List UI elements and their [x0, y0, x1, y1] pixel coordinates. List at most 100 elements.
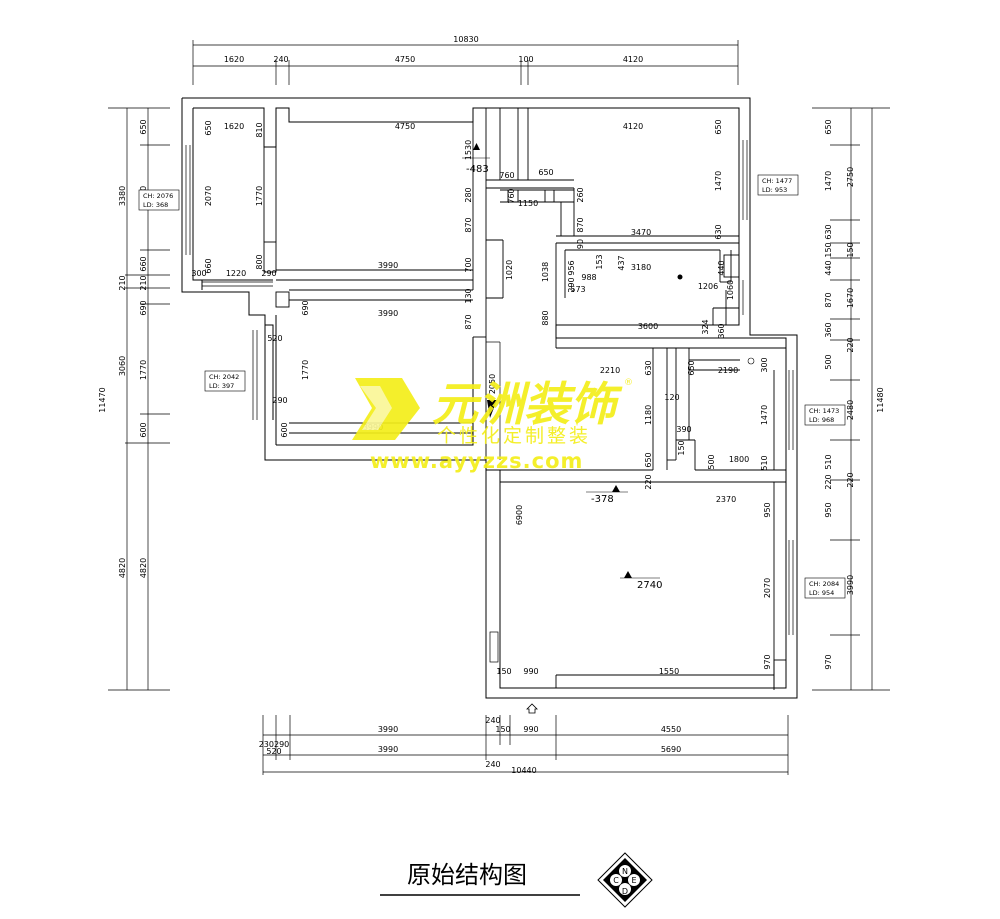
- left-outer-dim: 3380: [118, 186, 127, 206]
- top-dim-1: 1620: [224, 55, 244, 64]
- room-dim: 650: [714, 119, 723, 134]
- right-inner-dim: 970: [824, 654, 833, 669]
- room-dim: 153: [595, 254, 604, 269]
- right-outer-dim: 2750: [846, 167, 855, 187]
- room-dim: 290: [261, 269, 276, 278]
- room-dim: 990: [523, 667, 538, 676]
- left-inner-dim: 210: [139, 275, 148, 290]
- pipe-icon: [677, 274, 683, 280]
- right-inner-dim: 950: [824, 502, 833, 517]
- left-inner-dim: 4820: [139, 558, 148, 578]
- room-dim: 1038: [541, 262, 550, 282]
- window-label: CH: 1473 LD: 968: [804, 404, 846, 426]
- room-dim: 260: [576, 187, 585, 202]
- room-dim: 1550: [659, 667, 679, 676]
- room-dim: 650: [204, 120, 213, 135]
- window-ch: CH: 2084: [809, 580, 839, 588]
- right-outer-dim: 3990: [846, 575, 855, 595]
- right-inner-dim: 150: [824, 242, 833, 257]
- room-dim: 700: [464, 257, 473, 272]
- room-dim: 1220: [226, 269, 246, 278]
- room-dim: 573: [570, 285, 585, 294]
- room-dim: 1770: [255, 186, 264, 206]
- room-dim: 810: [255, 122, 264, 137]
- window-label: CH: 2084 LD: 954: [804, 577, 846, 599]
- room-dim: 1770: [301, 360, 310, 380]
- room-dim: 2210: [600, 366, 620, 375]
- window-ld: LD: 397: [209, 382, 234, 390]
- compass-letter: N: [622, 867, 628, 876]
- room-dim: 437: [617, 255, 626, 270]
- compass-letter: E: [631, 876, 636, 885]
- room-dim: 510: [760, 455, 769, 470]
- room-dim: 4750: [395, 122, 415, 131]
- elevation-text: -483: [466, 164, 489, 175]
- room-dim: 1530: [464, 140, 473, 160]
- room-dim: 760: [499, 171, 514, 180]
- watermark-slogan: 个性化定制整装: [437, 425, 591, 447]
- top-dim-4: 100: [518, 55, 533, 64]
- left-outer-dim: 4820: [118, 558, 127, 578]
- room-dim: 1800: [729, 455, 749, 464]
- left-outer-dim: 210: [118, 275, 127, 290]
- room-dim: 3990: [378, 309, 398, 318]
- room-dim: 760: [507, 188, 516, 203]
- top-dim-3: 4750: [395, 55, 415, 64]
- window-ld: LD: 968: [809, 416, 834, 424]
- room-dim: 1206: [698, 282, 718, 291]
- room-dim: 280: [464, 187, 473, 202]
- window-ld: LD: 954: [809, 589, 834, 597]
- room-dim: 220: [644, 474, 653, 489]
- entrance-arrow-icon: [526, 703, 538, 714]
- bottom-dim: 3990: [378, 745, 398, 754]
- window-ld: LD: 368: [143, 201, 168, 209]
- room-dim: 1620: [224, 122, 244, 131]
- room-dim: 2370: [716, 495, 736, 504]
- bottom-dim: 150: [495, 725, 510, 734]
- compass-letter: D: [622, 887, 628, 896]
- right-outer-dim: 2480: [846, 400, 855, 420]
- left-inner-dim: 600: [139, 422, 148, 437]
- room-dim: 956: [567, 260, 576, 275]
- right-outer-dim: 220: [846, 472, 855, 487]
- watermark: 元洲装饰 ® 个性化定制整装 www.ayyzzs.com: [352, 377, 633, 473]
- room-dim: 3600: [638, 322, 658, 331]
- right-inner-dim: 510: [824, 454, 833, 469]
- right-inner-dim: 440: [824, 260, 833, 275]
- watermark-url: www.ayyzzs.com: [370, 449, 583, 473]
- compass-icon: N D C E: [597, 852, 653, 908]
- bottom-total-dim: 10440: [511, 766, 536, 775]
- room-dim: 650: [687, 360, 696, 375]
- room-dim: 690: [301, 300, 310, 315]
- room-dim: 150: [677, 440, 686, 455]
- room-dim: 500: [707, 454, 716, 469]
- top-total-dim: 10830: [453, 35, 478, 44]
- right-inner-dim: 870: [824, 292, 833, 307]
- room-dim: 970: [763, 654, 772, 669]
- left-total-dim: 11470: [98, 387, 107, 412]
- room-dim: 90: [576, 239, 585, 249]
- drain-icon: [747, 357, 755, 365]
- room-dim: 650: [644, 452, 653, 467]
- bottom-dim: 520: [266, 747, 281, 756]
- room-dim: 390: [676, 425, 691, 434]
- room-dim: 290: [567, 277, 576, 292]
- right-total-dim: 11480: [876, 387, 885, 412]
- interior-dims: 1620 4750 4120 650 810 2070 1770 650 147…: [191, 119, 772, 676]
- elevation-mark: -378: [586, 485, 628, 505]
- room-dim: 870: [464, 314, 473, 329]
- window-ch: CH: 2076: [143, 192, 173, 200]
- right-outer-dim: 1670: [846, 288, 855, 308]
- room-dim: 324: [701, 319, 710, 334]
- room-dim: 1060: [726, 280, 735, 300]
- room-dim: 130: [464, 288, 473, 303]
- drawing-title: 原始结构图: [407, 861, 527, 889]
- room-dim: 988: [581, 273, 596, 282]
- bottom-dim: 990: [523, 725, 538, 734]
- watermark-registered: ®: [624, 378, 633, 388]
- elevation-mark: 2740: [620, 571, 662, 591]
- left-dimension-chain: [108, 107, 170, 691]
- bottom-dim: 5690: [661, 745, 681, 754]
- room-dim: 300: [760, 357, 769, 372]
